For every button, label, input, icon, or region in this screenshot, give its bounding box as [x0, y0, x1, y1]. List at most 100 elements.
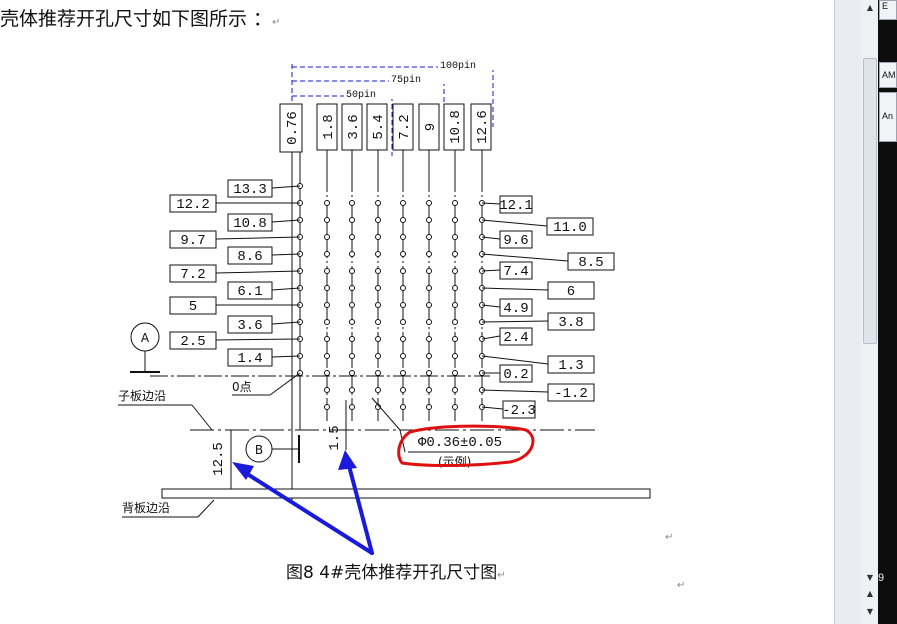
- pin-hole: [400, 319, 406, 325]
- row-dimension-label: 6: [567, 284, 575, 300]
- back-board-edge-label: 背板边沿: [122, 501, 170, 515]
- pin-hole: [324, 336, 330, 342]
- scroll-down-arrow-icon[interactable]: ▼: [866, 573, 874, 582]
- pin-hole: [400, 404, 406, 410]
- pin-hole: [452, 387, 458, 393]
- sub-board-edge-label: 子板边沿: [118, 389, 166, 403]
- column-dimension-label: 10.8: [448, 110, 464, 144]
- back-board: [161, 488, 651, 499]
- row-leader: [271, 185, 301, 189]
- column-dimension-label: 3.6: [346, 114, 362, 139]
- row-dimension-label: 2.5: [180, 334, 205, 350]
- row-dimension-label: 4.9: [503, 301, 528, 317]
- vertical-scrollbar[interactable]: ▲ ▼ ▲ ▼: [834, 0, 879, 624]
- row-leader: [481, 406, 504, 410]
- pin-hole: [324, 217, 330, 223]
- pin-hole: [349, 319, 355, 325]
- column-dimension-box: [470, 103, 492, 151]
- pin-hole: [349, 234, 355, 240]
- column-dimension-label: 0.76: [285, 111, 301, 145]
- row-dimension-box: [499, 195, 533, 214]
- side-tab[interactable]: AM: [879, 62, 897, 88]
- pin-hole: [349, 268, 355, 274]
- row-dimension-label: 11.0: [553, 220, 587, 236]
- dimension-label-12-5: 12.5: [211, 442, 227, 476]
- pin-hole: [426, 234, 432, 240]
- column-dimension-box: [279, 103, 303, 153]
- dimension-label-1-5: 1.5: [327, 425, 343, 450]
- pin-hole: [375, 370, 381, 376]
- row-dimension-label: 1.3: [558, 358, 583, 374]
- pin-hole: [426, 319, 432, 325]
- hole-spec-leader: [371, 397, 401, 431]
- side-tab[interactable]: E: [879, 0, 897, 20]
- row-dimension-label: 9.7: [180, 233, 205, 249]
- row-dimension-label: 10.8: [233, 216, 267, 232]
- pin-hole: [426, 302, 432, 308]
- pin-hole: [375, 353, 381, 359]
- row-dimension-box: [227, 315, 273, 334]
- pin-hole: [349, 251, 355, 257]
- paragraph-mark: ↵: [677, 580, 686, 591]
- pin-hole: [452, 285, 458, 291]
- section-heading: 壳体推荐开孔尺寸如下图所示 ：↵: [0, 8, 281, 30]
- pin-hole: [400, 370, 406, 376]
- row-dimension-label: 0.2: [503, 367, 528, 383]
- row-leader: [481, 269, 501, 272]
- row-dimension-label: -1.2: [554, 386, 588, 402]
- blue-arrow-shaft: [239, 468, 374, 555]
- pin-dimension-label: 50pin: [346, 89, 376, 101]
- pin-hole: [452, 336, 458, 342]
- blue-arrow-head-icon: [338, 450, 357, 470]
- row-dimension-box: [547, 355, 595, 374]
- row-leader: [481, 202, 501, 205]
- column-dimension-box: [443, 103, 465, 151]
- pin-dimension-label-bg: [389, 72, 445, 84]
- scroll-up-arrow-icon[interactable]: ▲: [866, 3, 874, 12]
- row-dimension-label: -2.3: [502, 403, 536, 419]
- row-dimension-box: [169, 331, 217, 350]
- row-leader: [481, 253, 569, 262]
- row-leader: [215, 270, 301, 274]
- pin-hole: [426, 285, 432, 291]
- pin-hole: [324, 370, 330, 376]
- row-leader: [481, 304, 501, 308]
- side-panel: E AM An 9: [878, 0, 897, 624]
- figure-caption: 图8 4#壳体推荐开孔尺寸图↵: [286, 563, 506, 583]
- previous-page-icon[interactable]: ▲: [866, 589, 874, 598]
- row-dimension-box: [227, 246, 273, 265]
- next-page-icon[interactable]: ▼: [866, 607, 874, 616]
- datum-b-label: B: [255, 443, 263, 457]
- column-dimension-label: 1.8: [321, 114, 337, 139]
- row-dimension-label: 2.4: [503, 330, 528, 346]
- pin-hole: [452, 353, 458, 359]
- pin-hole: [400, 336, 406, 342]
- row-leader: [271, 355, 301, 358]
- pin-hole: [400, 302, 406, 308]
- pin-hole: [400, 285, 406, 291]
- row-dimension-box: [169, 264, 217, 283]
- pin-hole: [375, 234, 381, 240]
- row-dimension-label: 3.6: [237, 318, 262, 334]
- pin-hole: [349, 336, 355, 342]
- row-leader: [215, 338, 301, 341]
- scrollbar-thumb[interactable]: [863, 58, 877, 344]
- origin-label: 0点: [232, 380, 252, 394]
- pin-hole: [400, 268, 406, 274]
- row-dimension-box: [502, 400, 536, 419]
- row-leader: [481, 219, 548, 227]
- row-dimension-box: [499, 298, 533, 317]
- row-dimension-label: 8.6: [237, 249, 262, 265]
- column-dimension-label: 5.4: [371, 114, 387, 139]
- row-leader: [481, 236, 501, 240]
- row-dimension-box: [547, 281, 595, 300]
- row-dimension-box: [227, 179, 273, 198]
- row-dimension-label: 9.6: [503, 233, 528, 249]
- paragraph-mark: ↵: [665, 532, 674, 543]
- pin-hole: [452, 319, 458, 325]
- pin-hole: [452, 251, 458, 257]
- side-tab[interactable]: An: [879, 92, 897, 142]
- pin-hole: [349, 387, 355, 393]
- hole-spec-label: Φ0.36±0.05: [418, 435, 502, 451]
- row-dimension-label: 7.2: [180, 267, 205, 283]
